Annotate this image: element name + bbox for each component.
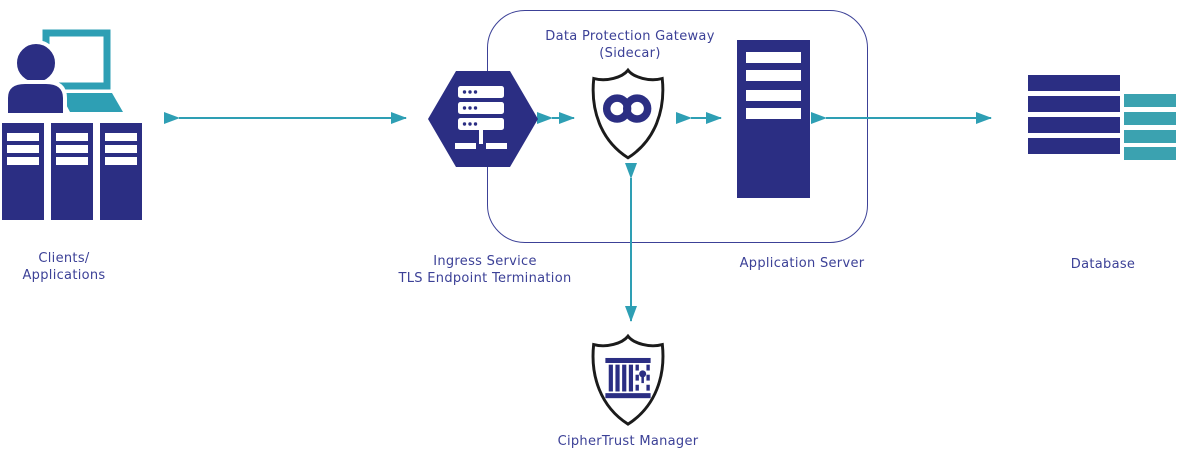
shield-vault-lock-icon [591, 333, 665, 426]
clients-label-line2: Applications [22, 268, 106, 283]
database-label: Database [1041, 256, 1165, 273]
database-stack-icon [1028, 75, 1176, 160]
ciphertrust-label-text: CipherTrust Manager [557, 434, 699, 449]
ingress-label-line2: TLS Endpoint Termination [398, 271, 572, 286]
gateway-label-line1: Data Protection Gateway [545, 29, 715, 44]
gateway-label: Data Protection Gateway (Sidecar) [528, 28, 732, 62]
vault-lock-glyph [605, 357, 651, 399]
ingress-label-line1: Ingress Service [433, 254, 537, 269]
gateway-label-line2: (Sidecar) [599, 46, 661, 61]
ciphertrust-label: CipherTrust Manager [526, 433, 730, 450]
server-rack-icon [737, 40, 810, 198]
server-stack-glyph [455, 86, 507, 149]
hexagon-server-icon [428, 71, 538, 167]
shield-infinity-icon [591, 67, 665, 160]
database-primary-bars [1028, 75, 1120, 154]
person-icon [3, 40, 67, 117]
person-laptop-and-server-towers-icon [2, 29, 142, 220]
app-server-label-text: Application Server [739, 256, 865, 271]
ingress-label: Ingress Service TLS Endpoint Termination [383, 253, 587, 287]
clients-label-line1: Clients/ [38, 251, 90, 266]
server-towers-icon [2, 123, 142, 220]
laptop-icon [42, 29, 123, 112]
database-replica-bars [1124, 94, 1176, 160]
infinity-icon [602, 94, 652, 123]
database-label-text: Database [1070, 257, 1136, 272]
clients-label: Clients/ Applications [2, 250, 126, 284]
app-server-label: Application Server [710, 255, 894, 272]
